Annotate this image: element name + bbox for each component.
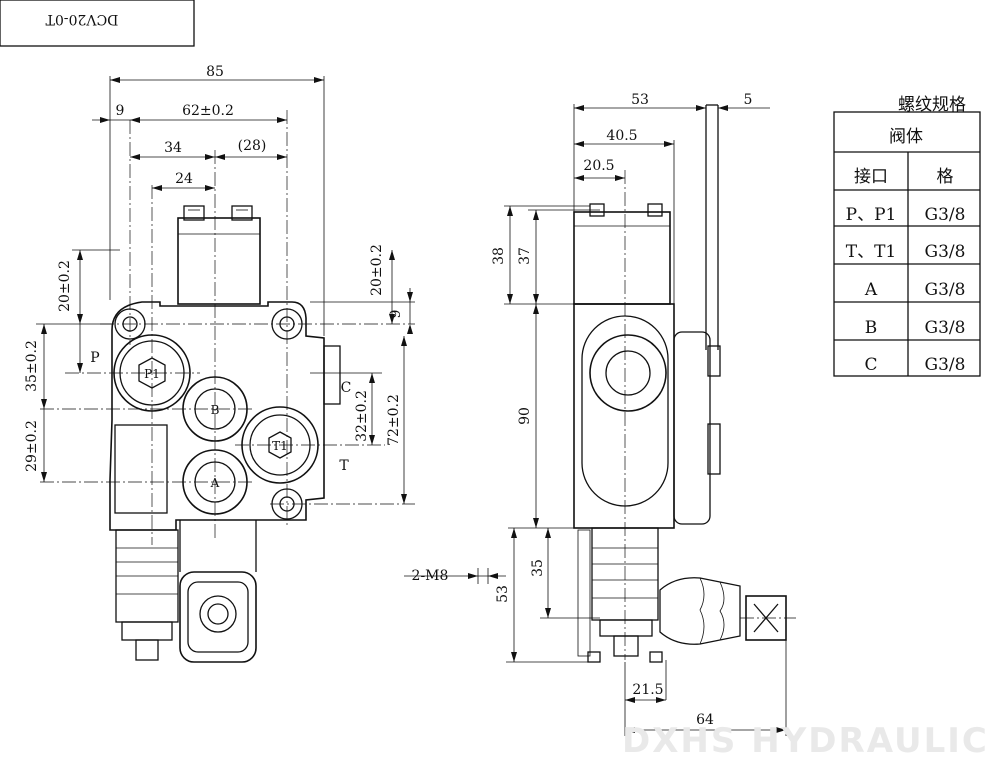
table-row: A G3/8 [864, 280, 966, 300]
svg-text:G3/8: G3/8 [925, 318, 966, 338]
svg-text:53: 53 [495, 585, 511, 603]
svg-text:G3/8: G3/8 [925, 242, 966, 262]
side-valve-body [573, 303, 721, 529]
svg-text:90: 90 [517, 407, 533, 425]
table-row: C G3/8 [864, 355, 965, 375]
side-view: 53 5 40.5 20.5 38 37 [404, 92, 796, 736]
svg-text:62±0.2: 62±0.2 [182, 103, 234, 119]
manual-override-cartridge [115, 520, 257, 663]
svg-text:T、T1: T、T1 [846, 242, 897, 262]
svg-text:37: 37 [517, 247, 533, 265]
svg-text:2-M8: 2-M8 [412, 568, 449, 584]
svg-text:B: B [865, 318, 878, 338]
side-solenoid-coil [528, 203, 671, 305]
table-row: T、T1 G3/8 [846, 242, 966, 262]
svg-text:G3/8: G3/8 [925, 280, 966, 300]
watermark: DXHS HYDRAULIC [622, 721, 989, 760]
front-dimensions: 85 9 62±0.2 34 (28) 24 [24, 64, 415, 504]
svg-text:53: 53 [631, 92, 649, 108]
table-header-body: 阀体 [889, 127, 923, 147]
svg-text:20.5: 20.5 [583, 158, 614, 174]
side-lever [705, 104, 719, 350]
svg-text:T: T [339, 458, 349, 474]
table-header-port: 接口 [854, 167, 888, 187]
table-row: P、P1 G3/8 [846, 205, 966, 225]
svg-text:20±0.2: 20±0.2 [57, 260, 73, 312]
svg-text:29±0.2: 29±0.2 [24, 420, 40, 472]
side-dimensions: 53 5 40.5 20.5 38 37 [404, 92, 787, 736]
svg-text:32±0.2: 32±0.2 [354, 390, 370, 442]
svg-text:P: P [90, 350, 99, 366]
svg-text:A: A [864, 280, 878, 300]
thread-spec-table: 螺纹规格 阀体 接口 格 P、P1 G3/8 T、T1 G3/8 A G3/8 … [833, 95, 981, 377]
svg-text:20±0.2: 20±0.2 [369, 244, 385, 296]
svg-text:5: 5 [744, 92, 753, 108]
svg-text:72±0.2: 72±0.2 [386, 394, 402, 446]
title-block: DCV20-0T [0, 0, 195, 47]
front-center-lines [40, 110, 415, 545]
svg-text:9: 9 [116, 103, 125, 119]
svg-text:34: 34 [164, 140, 182, 156]
svg-text:35±0.2: 35±0.2 [24, 340, 40, 392]
svg-text:(28): (28) [238, 138, 267, 154]
svg-text:C: C [341, 380, 352, 396]
svg-text:P、P1: P、P1 [846, 205, 897, 225]
svg-text:G3/8: G3/8 [925, 355, 966, 375]
svg-text:C: C [864, 355, 877, 375]
svg-text:G3/8: G3/8 [925, 205, 966, 225]
table-row: B G3/8 [865, 318, 966, 338]
model-code: DCV20-0T [45, 11, 118, 27]
svg-text:35: 35 [530, 559, 546, 577]
dim-overall-width: 85 [206, 64, 224, 80]
front-view: P1 B A T1 [24, 64, 415, 663]
svg-text:38: 38 [491, 247, 507, 265]
side-cartridge [577, 527, 796, 663]
svg-text:24: 24 [175, 171, 193, 187]
table-header-spec: 格 [937, 167, 954, 187]
table-title: 螺纹规格 [898, 95, 966, 115]
svg-text:T1: T1 [272, 439, 288, 453]
svg-text:9: 9 [388, 310, 404, 319]
svg-text:40.5: 40.5 [606, 128, 637, 144]
solenoid-coil [177, 205, 261, 305]
svg-text:21.5: 21.5 [632, 682, 663, 698]
svg-text:64: 64 [696, 712, 714, 728]
